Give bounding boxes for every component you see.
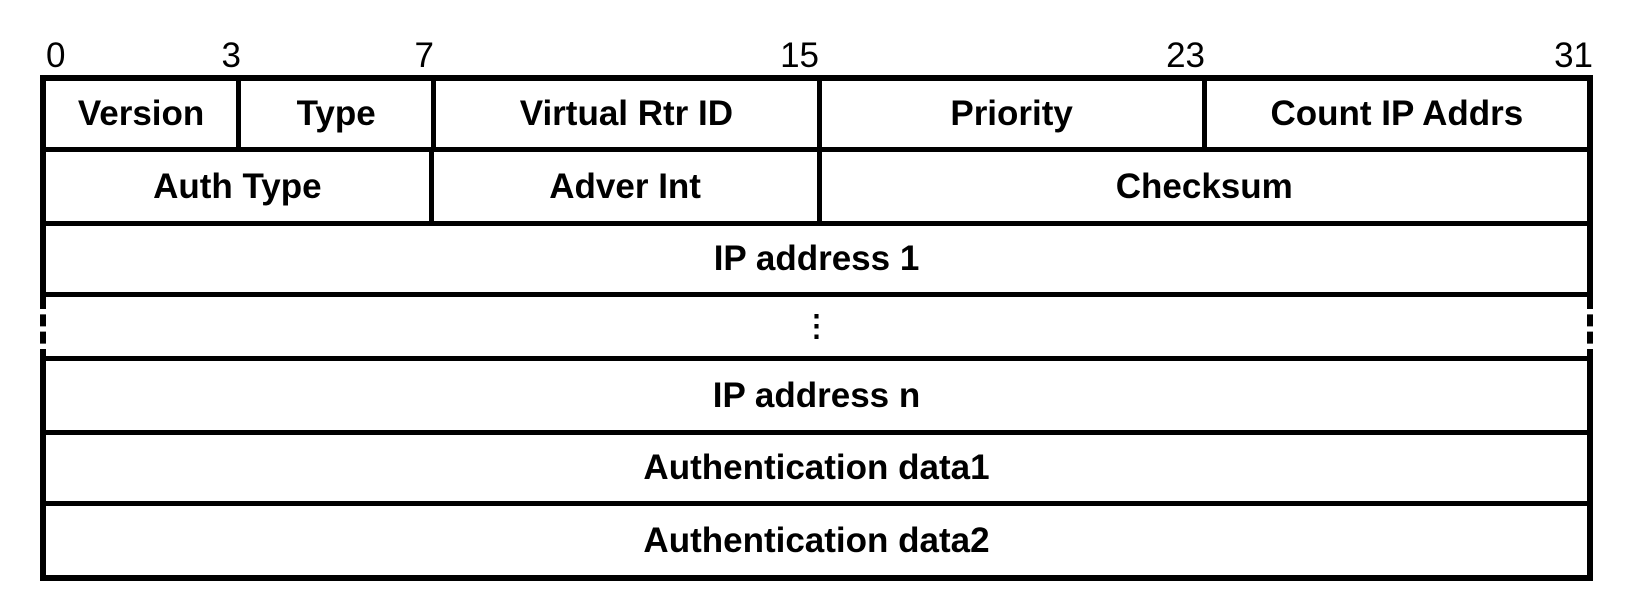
field-ip-address-1: IP address 1 [40, 226, 1593, 297]
bit-label-31: 31 [1554, 36, 1593, 75]
row-ellipsis: ⋮ [40, 297, 1593, 361]
bit-label-15: 15 [780, 36, 819, 75]
field-adver-int: Adver Int [428, 152, 817, 221]
row-word-2: Auth Type Adver Int Checksum [40, 152, 1593, 226]
field-version: Version [77, 94, 205, 133]
field-authentication-data1: Authentication data1 [40, 435, 1593, 506]
field-type: Type [236, 81, 431, 147]
field-checksum: Checksum [816, 152, 1588, 221]
row-word-1: Version Type Virtual Rtr ID Priority Cou… [40, 75, 1593, 152]
field-count-ip-addrs: Count IP Addrs [1201, 81, 1587, 147]
bit-label-3: 3 [221, 36, 241, 75]
bit-label-7: 7 [414, 36, 434, 75]
field-ip-address-n: IP address n [40, 361, 1593, 435]
bit-label-23: 23 [1166, 36, 1205, 75]
packet-table: Version Type Virtual Rtr ID Priority Cou… [40, 75, 1593, 581]
vertical-ellipsis-icon: ⋮ [801, 309, 832, 343]
field-authentication-data2: Authentication data2 [40, 506, 1593, 581]
field-auth-type: Auth Type [153, 166, 322, 206]
field-virtual-rtr-id: Virtual Rtr ID [431, 81, 816, 147]
bit-label-0: 0 [46, 36, 66, 75]
field-priority: Priority [816, 81, 1202, 147]
bit-ruler: 0 3 7 15 23 31 [40, 36, 1593, 74]
